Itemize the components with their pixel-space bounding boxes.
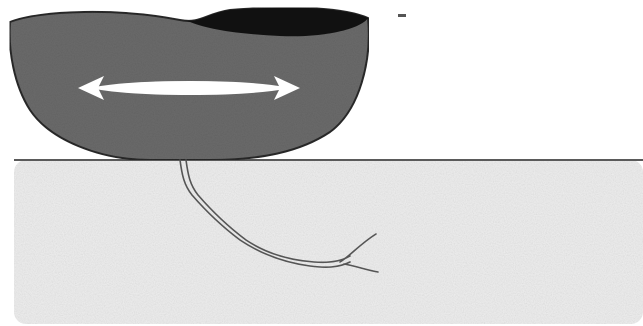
speck bbox=[398, 14, 406, 17]
ground-block bbox=[14, 160, 643, 324]
